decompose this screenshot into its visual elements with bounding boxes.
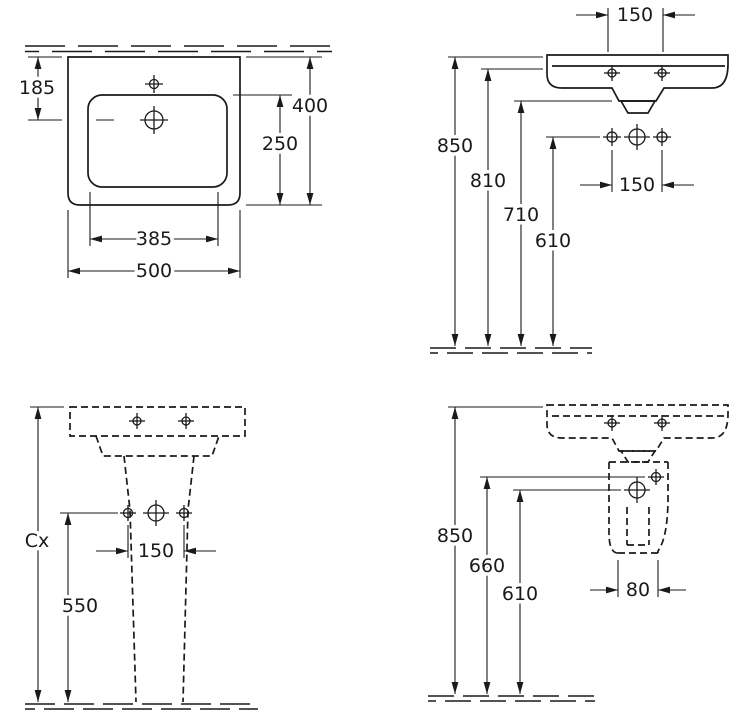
dim-cx: Cx <box>21 406 64 702</box>
overflow-drain-icon <box>140 106 168 134</box>
dim-label-810: 810 <box>470 170 506 192</box>
wall-hatch-line <box>25 45 332 53</box>
dim-660: 660 <box>465 476 645 694</box>
dim-label-850: 850 <box>437 135 473 157</box>
basin-profile-dashed <box>546 404 729 452</box>
dim-550: 550 <box>58 512 118 702</box>
dim-top-150: 150 <box>576 1 695 52</box>
bowl-outline <box>87 94 228 188</box>
plan-view: 185 400 250 385 <box>15 45 332 286</box>
wall-mounted-view: 150 150 850 810 <box>430 1 729 354</box>
pedestal-front-view: 150 Cx 550 <box>21 406 258 710</box>
dim-label-710: 710 <box>503 204 539 226</box>
dim-label-150: 150 <box>138 540 174 562</box>
fixing-hole-icon <box>648 469 664 485</box>
dim-label-400: 400 <box>292 95 328 117</box>
dim-label-cx: Cx <box>25 530 50 552</box>
fixing-hole-icon <box>120 505 136 521</box>
dim-610: 610 <box>531 136 600 346</box>
dim-850: 850 <box>433 406 543 694</box>
dim-500: 500 <box>67 210 241 286</box>
basin-profile <box>546 54 729 102</box>
dim-label-385: 385 <box>136 228 172 250</box>
basin-outline-dashed <box>69 406 246 457</box>
tap-hole-icon <box>145 75 163 93</box>
dim-850: 850 <box>433 56 543 346</box>
fixing-hole-icon <box>603 128 621 146</box>
basin-outline <box>67 56 241 206</box>
dim-610: 610 <box>498 489 621 694</box>
tap-hole-icon <box>654 65 670 81</box>
tap-hole-icon <box>654 415 670 431</box>
tap-hole-icon <box>604 415 620 431</box>
dim-label-80: 80 <box>626 579 650 601</box>
tap-hole-icon <box>604 65 620 81</box>
dim-810: 810 <box>466 68 543 346</box>
tap-hole-icon <box>129 413 145 429</box>
semi-pedestal-outline-dashed <box>608 461 669 554</box>
semi-pedestal-view: 80 850 660 610 <box>428 404 729 702</box>
dim-400: 400 <box>246 56 332 206</box>
dim-label-hole-150: 150 <box>619 174 655 196</box>
dim-label-185: 185 <box>19 77 55 99</box>
dim-hole-150: 150 <box>580 150 694 200</box>
tap-hole-center-icon <box>143 500 169 526</box>
dim-250: 250 <box>233 94 302 205</box>
dim-80: 80 <box>590 560 686 605</box>
drain-boss-dashed <box>619 450 657 463</box>
drain-boss <box>619 100 657 114</box>
dim-710: 710 <box>499 100 612 346</box>
dim-150: 150 <box>96 525 216 566</box>
dim-label-250: 250 <box>262 133 298 155</box>
floor-hatch-line <box>25 703 258 710</box>
drain-outlet-icon <box>624 124 650 150</box>
dim-185: 185 <box>15 56 62 121</box>
dim-label-660: 660 <box>469 555 505 577</box>
dim-label-550: 550 <box>62 595 98 617</box>
dim-label-610: 610 <box>502 583 538 605</box>
floor-hatch-line <box>428 695 595 702</box>
fixing-hole-icon <box>176 505 192 521</box>
dim-label-610: 610 <box>535 230 571 252</box>
dim-label-850: 850 <box>437 525 473 547</box>
dim-385: 385 <box>89 192 219 254</box>
tap-hole-icon <box>178 413 194 429</box>
dim-label-top-150: 150 <box>617 4 653 26</box>
dim-label-500: 500 <box>136 260 172 282</box>
drain-outlet-icon <box>624 477 650 503</box>
fixing-hole-icon <box>653 128 671 146</box>
floor-hatch-line <box>430 347 592 354</box>
pedestal-outline-dashed <box>123 455 195 703</box>
